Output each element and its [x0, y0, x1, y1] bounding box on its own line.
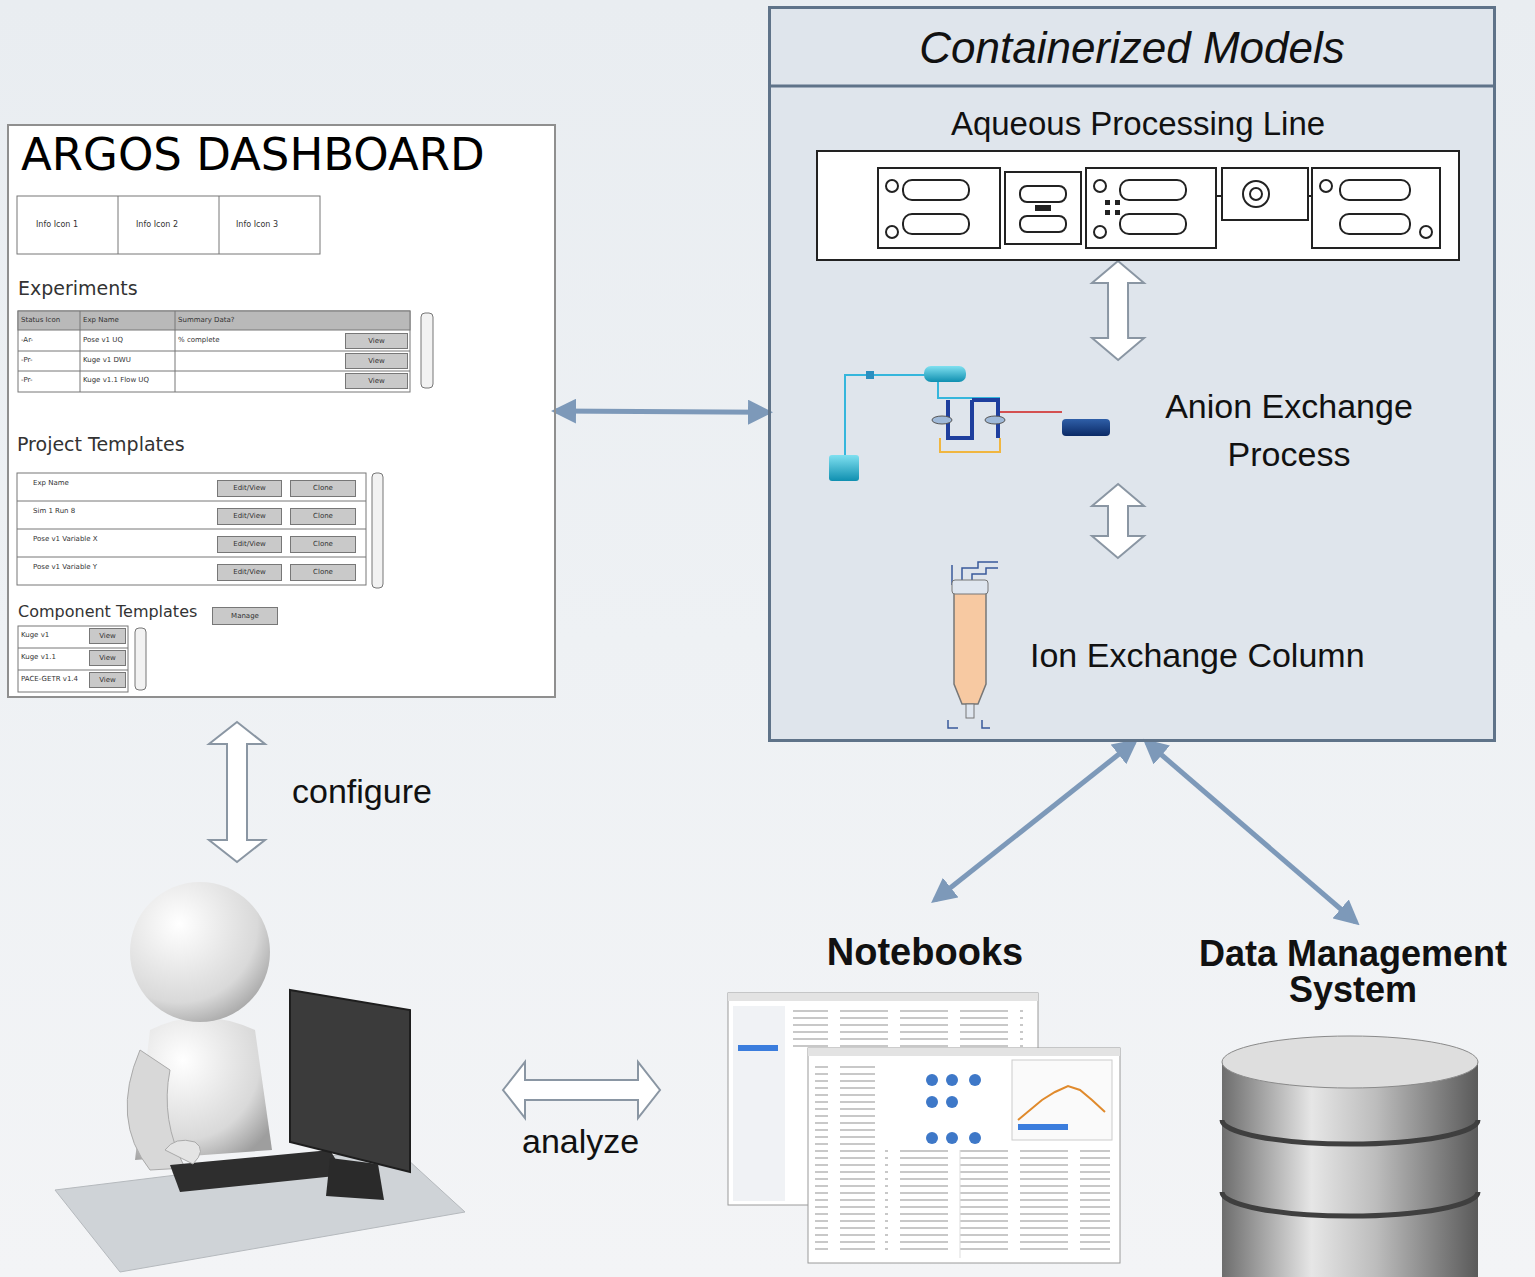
table-cell: -Pr- — [21, 356, 33, 364]
table-cell: Exp Name — [83, 316, 119, 324]
connector-arrow — [556, 411, 768, 412]
button-label: View — [345, 373, 408, 389]
container-box: Containerized ModelsAqueous Processing L… — [768, 6, 1496, 742]
button-label: Edit/View — [217, 564, 282, 581]
tool-group: Notebooks — [725, 900, 1125, 1270]
table-cell: Kuge v1.1 — [21, 653, 56, 661]
button-label: View — [89, 628, 126, 644]
table-cell: Info Icon 2 — [136, 220, 178, 229]
table-cell: Sim 1 Run 8 — [33, 507, 75, 515]
model-group: Anion Exchange Process — [828, 360, 1440, 484]
button-label: Edit/View — [217, 536, 282, 553]
model-box: Aqueous Processing Line — [816, 150, 1460, 261]
table-cell: Info Icon 1 — [36, 220, 78, 229]
section-heading: Experiments — [18, 278, 138, 300]
button-label: Clone — [290, 564, 356, 581]
table-cell: -Pr- — [21, 376, 33, 384]
table-cell: Pose v1 UQ — [83, 336, 123, 344]
node-title: Data Management System — [1176, 936, 1530, 1008]
button-label: Manage — [212, 607, 278, 625]
node-title: Anion Exchange Process — [1140, 382, 1438, 478]
table-cell: Kuge v1.1 Flow UQ — [83, 376, 149, 384]
node-title: Ion Exchange Column — [1030, 634, 1412, 676]
table-cell: PACE-GETR v1.4 — [21, 675, 78, 683]
arrow-label: analyze — [522, 1122, 639, 1161]
node-title: Containerized Models — [771, 9, 1493, 87]
button-label: Edit/View — [217, 480, 282, 497]
button-label: Clone — [290, 480, 356, 497]
hollow-arrow — [1092, 261, 1144, 360]
arrow-label: configure — [292, 772, 432, 811]
table-cell: Summary Data? — [178, 316, 234, 324]
table-cell: -Ar- — [21, 336, 33, 344]
button-label: View — [89, 672, 126, 688]
button-label: View — [345, 353, 408, 369]
button-label: View — [89, 650, 126, 666]
button-label: View — [345, 333, 408, 349]
button-label: Edit/View — [217, 508, 282, 525]
node-title: Aqueous Processing Line — [818, 104, 1458, 144]
node-title: ARGOS DASHBOARD — [21, 128, 554, 182]
table-cell: Kuge v1 DWU — [83, 356, 131, 364]
button-label: Clone — [290, 536, 356, 553]
section-heading: Component Templates — [18, 603, 197, 621]
section-heading: Project Templates — [17, 434, 185, 456]
node-title: Notebooks — [725, 930, 1125, 974]
table-cell: % complete — [178, 336, 220, 344]
table-cell: Info Icon 3 — [236, 220, 278, 229]
hollow-arrow — [1092, 484, 1144, 558]
table-cell: Pose v1 Variable Y — [33, 563, 97, 571]
table-cell: Exp Name — [33, 479, 69, 487]
table-cell: Pose v1 Variable X — [33, 535, 98, 543]
database-group: Data Management System — [1176, 922, 1530, 1277]
connector-arrow — [935, 742, 1134, 900]
table-cell: Kuge v1 — [21, 631, 49, 639]
table-cell: Status Icon — [21, 316, 60, 324]
connector-arrow — [1147, 742, 1356, 922]
model-group: Ion Exchange Column — [940, 558, 1412, 730]
button-label: Clone — [290, 508, 356, 525]
